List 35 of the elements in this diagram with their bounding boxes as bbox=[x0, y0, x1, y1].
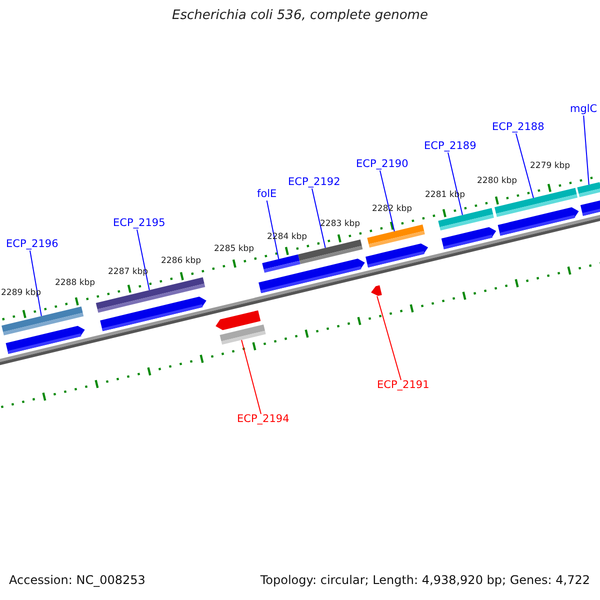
gene-bar bbox=[2, 306, 84, 336]
leader-line bbox=[583, 115, 590, 186]
title: Escherichia coli 536, complete genome bbox=[171, 9, 429, 24]
gene-bar bbox=[367, 224, 425, 248]
leader-line bbox=[376, 296, 402, 380]
gene-label: mglC bbox=[570, 104, 598, 116]
gene-bar bbox=[220, 324, 266, 345]
scale-label: 2286 kbp bbox=[161, 257, 202, 266]
gene-label: ECP_2196 bbox=[6, 239, 58, 251]
scale-label: 2280 kbp bbox=[477, 177, 518, 186]
leader-line bbox=[312, 188, 326, 248]
scale-label: 2283 kbp bbox=[320, 220, 360, 230]
scale-label: 2279 kbp bbox=[530, 162, 570, 172]
gene-bar bbox=[438, 208, 494, 231]
gene-label: ECP_2194 bbox=[237, 414, 290, 426]
gene-label: ECP_2190 bbox=[356, 159, 408, 171]
gene-label: ECP_2188 bbox=[492, 122, 544, 134]
gene-bar bbox=[298, 240, 363, 264]
gene-label: folE bbox=[257, 189, 277, 201]
gene-bar bbox=[577, 182, 600, 198]
gene-feature bbox=[371, 285, 382, 296]
scale-label: 2285 kbp bbox=[214, 245, 254, 254]
gene-bar bbox=[96, 277, 206, 313]
gene-label: ECP_2191 bbox=[377, 380, 430, 392]
genome-info-text: Topology: circular; Length: 4,938,920 bp; Genes: 4,722 bbox=[260, 574, 590, 588]
accession-text: Accession: NC_008253 bbox=[9, 574, 146, 588]
gene-label: ECP_2192 bbox=[288, 177, 340, 189]
gene-bar bbox=[494, 188, 578, 217]
leader-line bbox=[448, 152, 463, 216]
gene-bar bbox=[262, 254, 300, 273]
gene-label: ECP_2189 bbox=[424, 141, 476, 153]
scale-label: 2288 kbp bbox=[55, 279, 96, 288]
leader-line bbox=[516, 133, 534, 198]
gene-label: ECP_2195 bbox=[113, 218, 166, 230]
leader-line bbox=[241, 340, 262, 414]
